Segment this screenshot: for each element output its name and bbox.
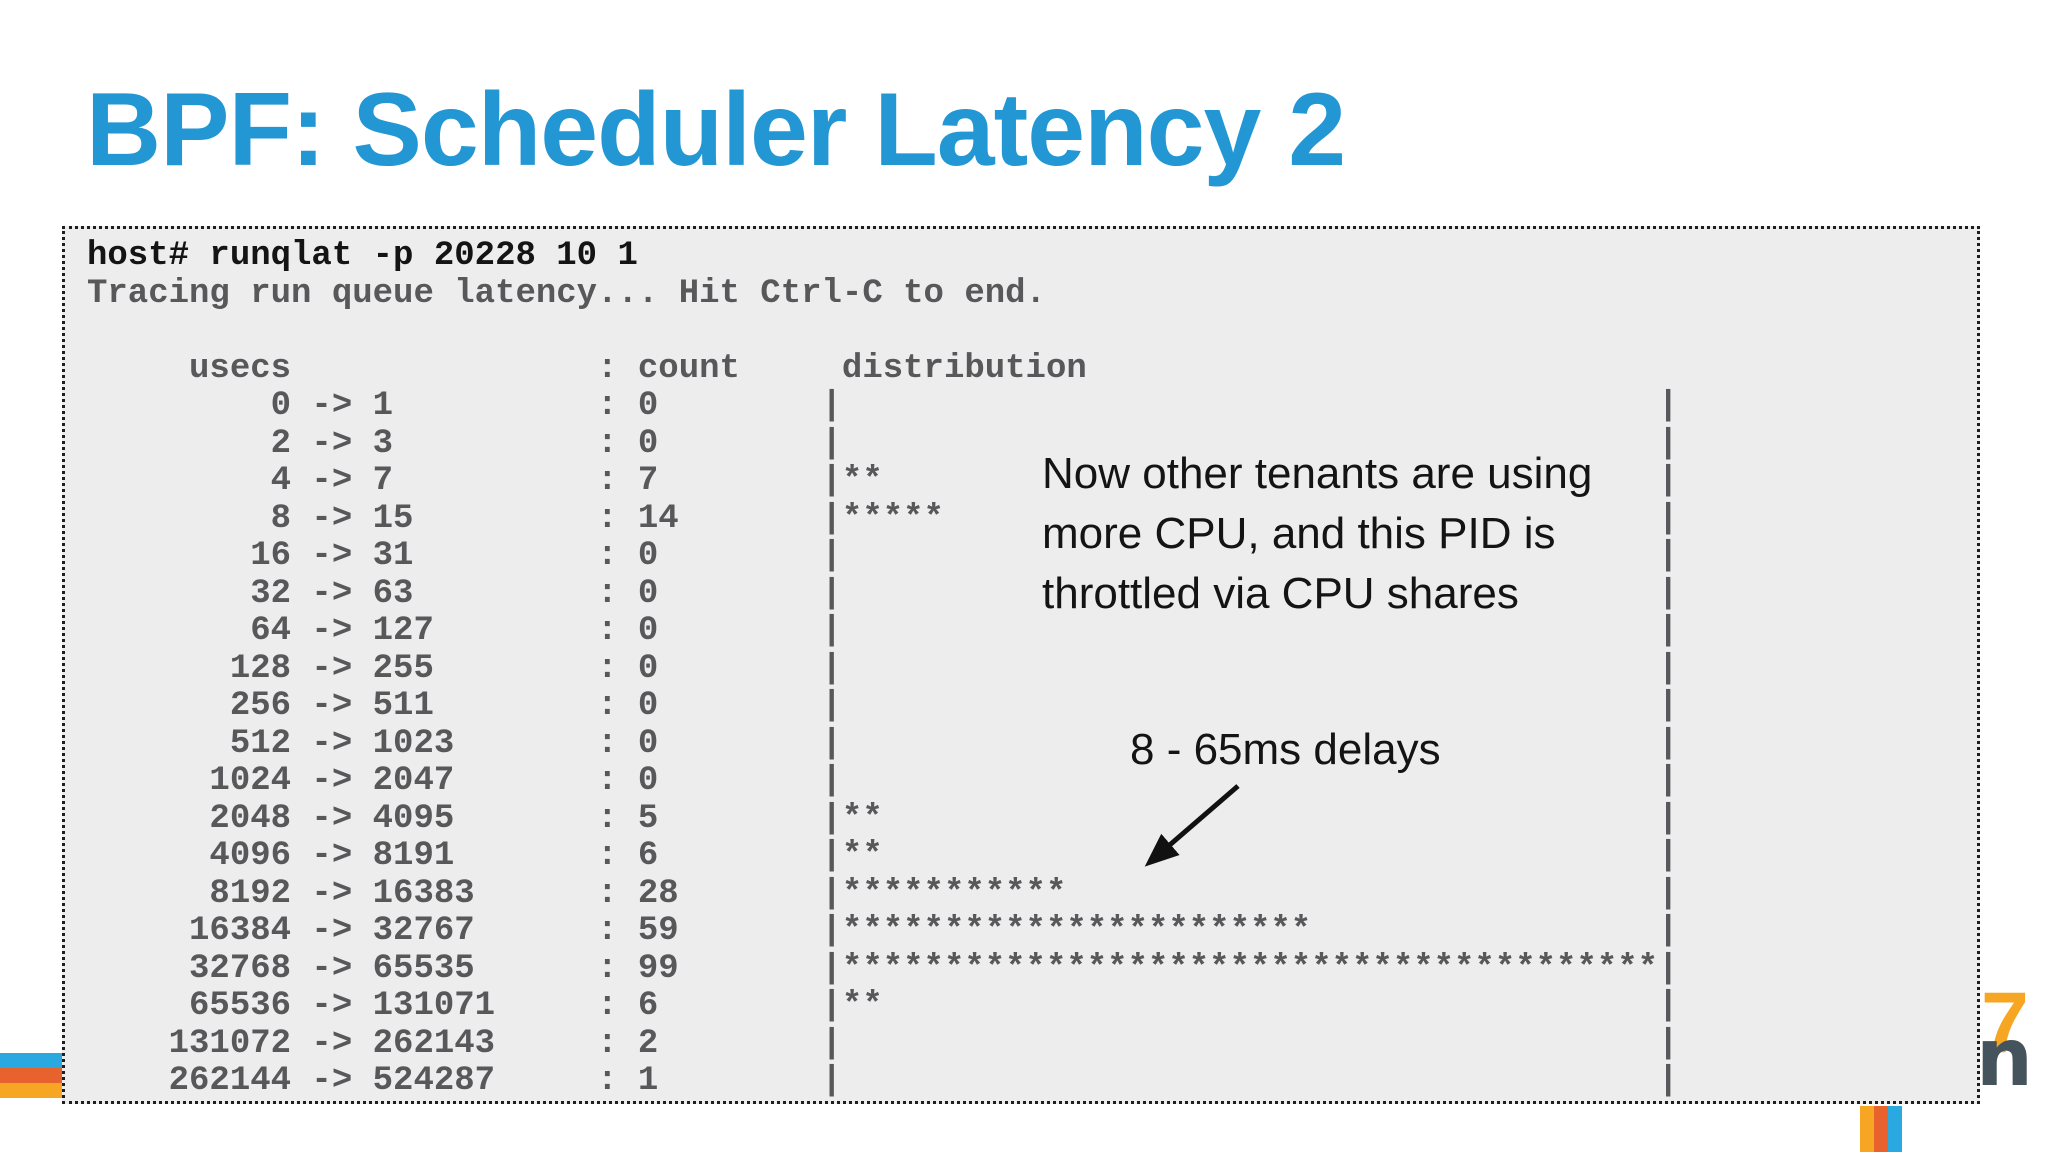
tenants-annotation-line: Now other tenants are using — [1042, 449, 1593, 498]
runqlat-histogram: usecs : count distribution 0 -> 1 : 0 | … — [168, 349, 1679, 1100]
left-stripe — [0, 1068, 64, 1083]
delays-arrow-icon — [1144, 784, 1240, 867]
left-stripe — [0, 1053, 64, 1068]
bottom-bar — [1874, 1106, 1888, 1152]
delays-annotation: 8 - 65ms delays — [1130, 725, 1441, 774]
logo-numeral-seven: 7 — [1981, 975, 2029, 1071]
terminal-output-panel: host# runqlat -p 20228 10 1 Tracing run … — [62, 226, 1980, 1104]
status-line: Tracing run queue latency... Hit Ctrl-C … — [87, 274, 1046, 313]
tenants-annotation-line: throttled via CPU shares — [1042, 569, 1519, 618]
page-title: BPF: Scheduler Latency 2 — [86, 72, 1346, 188]
logo-stripes — [0, 1053, 64, 1098]
tenants-annotation-line: more CPU, and this PID is — [1042, 509, 1556, 558]
bottom-bar — [1860, 1106, 1874, 1152]
bottom-bar — [1888, 1106, 1902, 1152]
logo-bottom-bars — [1860, 1106, 1902, 1152]
command-line: host# runqlat -p 20228 10 1 — [87, 237, 638, 275]
left-stripe — [0, 1083, 64, 1098]
logo-letter-n: n — [1976, 1011, 2033, 1104]
tenants-annotation: Now other tenants are using more CPU, and… — [1042, 444, 1592, 624]
